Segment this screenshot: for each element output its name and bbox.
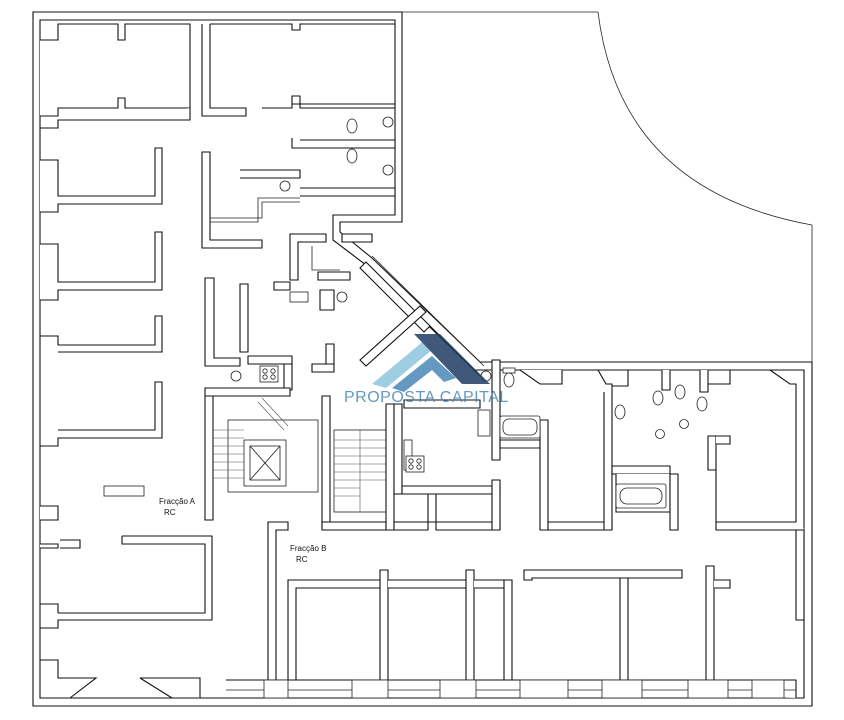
toilet-icon (614, 384, 708, 420)
courtyard-arc (597, 11, 813, 226)
stair-icon (333, 429, 387, 513)
watermark-logo: PROPOSTA CAPITAL (344, 334, 509, 406)
toilet-icon (346, 118, 358, 164)
watermark-text: PROPOSTA CAPITAL (344, 389, 509, 406)
unit-a-name: Fracção A (159, 497, 196, 506)
stair-icon (213, 397, 289, 479)
unit-b-name: Fracção B (290, 544, 326, 553)
unit-a-level: RC (164, 508, 176, 517)
right-wing-rooms (519, 369, 804, 531)
toilet-icon (502, 367, 516, 388)
bathtub-icon (499, 415, 541, 439)
sink-icon (230, 116, 394, 382)
elevator-icon (243, 439, 287, 487)
sink-icon (655, 419, 689, 439)
stove-icon (405, 455, 425, 473)
unit-b-level: RC (296, 555, 308, 564)
bathtub-icon (615, 483, 667, 509)
bottom-rooms (226, 521, 805, 699)
central-rooms (204, 233, 373, 397)
stairs-elevator-core (204, 395, 395, 531)
left-rooms (40, 23, 213, 699)
top-middle-rooms (201, 23, 396, 249)
stove-icon (259, 291, 309, 383)
right-middle-rooms (393, 359, 613, 531)
